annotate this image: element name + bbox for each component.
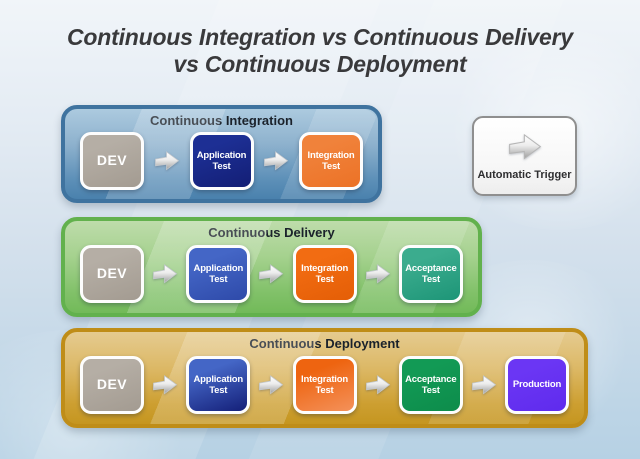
step-label: Integration Test [301, 262, 349, 285]
flow-arrow-icon [264, 150, 289, 170]
flow-arrow-icon [471, 374, 496, 394]
step-label: Integration Test [307, 149, 355, 172]
flow-arrow-icon [154, 150, 179, 170]
step-application-test: Application Test [189, 131, 254, 190]
pipeline-continuous-delivery: Continuous Delivery DEV Application Test… [61, 217, 482, 317]
step-dev: DEV [80, 355, 144, 414]
step-acceptance-test: Acceptance Test [398, 244, 463, 303]
automatic-trigger-legend: Automatic Trigger [472, 116, 577, 196]
page-title: Continuous Integration vs Continuous Del… [0, 24, 640, 78]
step-integration-test: Integration Test [292, 355, 357, 414]
step-label: DEV [96, 265, 128, 281]
flow-arrow-icon [365, 374, 390, 394]
flow-arrow-icon [153, 374, 178, 394]
step-dev: DEV [80, 244, 144, 303]
step-acceptance-test: Acceptance Test [398, 355, 463, 414]
step-application-test: Application Test [186, 355, 251, 414]
flow-arrow-icon [153, 263, 178, 283]
step-label: Production [512, 379, 562, 390]
pipeline-continuous-integration: Continuous Integration DEV Application T… [61, 105, 382, 203]
legend-label: Automatic Trigger [477, 169, 572, 181]
flow-arrow-icon [259, 263, 284, 283]
pipeline-continuous-deployment: Continuous Deployment DEV Application Te… [61, 328, 588, 428]
step-label: Acceptance Test [405, 373, 457, 396]
step-dev: DEV [80, 131, 144, 190]
step-production: Production [505, 355, 569, 414]
step-label: Acceptance Test [405, 262, 457, 285]
pipeline-title: Continuous Integration [150, 113, 293, 128]
step-application-test: Application Test [186, 244, 251, 303]
block-arrow-right-icon [508, 134, 541, 160]
pipeline-steps: DEV Application Test Integration Test [65, 128, 378, 199]
step-label: DEV [96, 152, 128, 168]
step-label: DEV [96, 376, 128, 392]
step-integration-test: Integration Test [292, 244, 357, 303]
pipeline-title: Continuous Deployment [249, 336, 400, 351]
step-label: Integration Test [301, 373, 348, 396]
pipeline-title: Continuous Delivery [208, 225, 335, 240]
step-label: Application Test [193, 262, 244, 285]
page-title-line2: vs Continuous Deployment [173, 51, 467, 77]
page-title-line1: Continuous Integration vs Continuous Del… [67, 24, 573, 50]
pipeline-steps: DEV Application Test Integration Test Ac… [65, 240, 478, 313]
step-label: Application Test [196, 149, 247, 172]
pipeline-steps: DEV Application Test Integration Test Ac… [65, 351, 584, 424]
step-label: Application Test [193, 373, 244, 396]
step-integration-test: Integration Test [299, 131, 363, 190]
flow-arrow-icon [365, 263, 390, 283]
flow-arrow-icon [259, 374, 284, 394]
